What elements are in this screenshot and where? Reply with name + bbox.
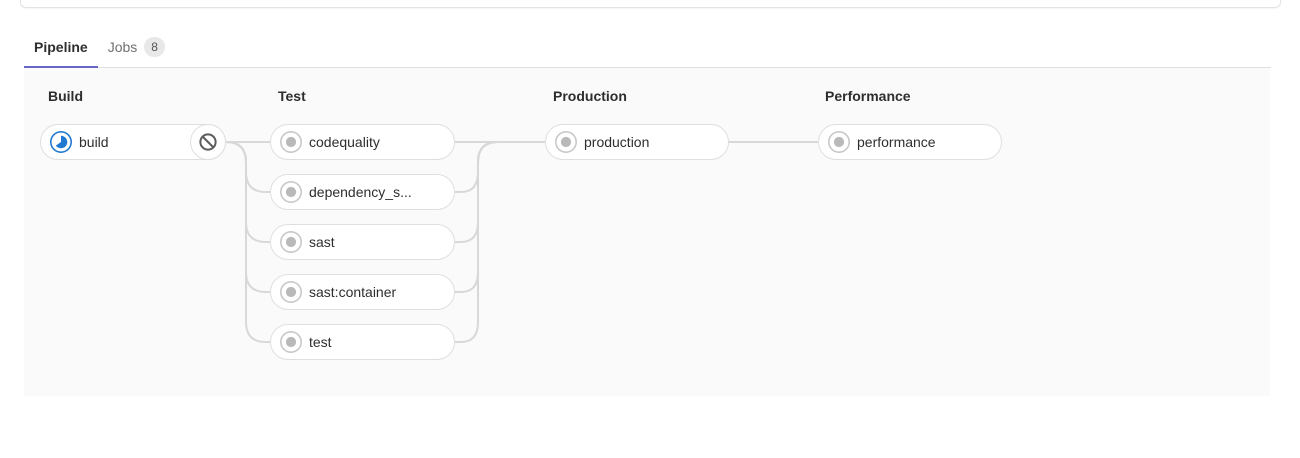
jobs-count-badge: 8 [144, 36, 165, 57]
stage-header-performance: Performance [825, 88, 911, 104]
status-created-icon [555, 131, 577, 153]
job-label: sast:container [309, 284, 397, 300]
job-label: sast [309, 234, 335, 250]
job-production[interactable]: production [545, 124, 729, 160]
status-created-icon [280, 231, 302, 253]
job-label: codequality [309, 134, 380, 150]
pipeline-tabs: Pipeline Jobs 8 [24, 26, 1271, 69]
job-test[interactable]: test [270, 324, 455, 360]
job-label: performance [857, 134, 936, 150]
job-codequality[interactable]: codequality [270, 124, 455, 160]
job-build[interactable]: build [40, 124, 226, 160]
status-created-icon [280, 331, 302, 353]
status-created-icon [280, 131, 302, 153]
job-sast[interactable]: sast [270, 224, 455, 260]
commit-box-bottom-edge [20, 0, 1281, 8]
tab-jobs[interactable]: Jobs 8 [98, 26, 175, 67]
job-label: test [309, 334, 332, 350]
status-running-icon [50, 131, 72, 153]
job-sast-container[interactable]: sast:container [270, 274, 455, 310]
pipeline-graph: Build Test Production Performance build [24, 68, 1270, 396]
job-performance[interactable]: performance [818, 124, 1002, 160]
status-created-icon [828, 131, 850, 153]
stage-header-test: Test [278, 88, 306, 104]
cancel-ban-icon [198, 132, 218, 152]
status-created-icon [280, 281, 302, 303]
stage-header-production: Production [553, 88, 627, 104]
tab-pipeline-label: Pipeline [34, 38, 88, 55]
tab-pipeline[interactable]: Pipeline [24, 26, 98, 69]
job-label: build [79, 134, 109, 150]
job-dependency-scanning[interactable]: dependency_s... [270, 174, 455, 210]
cancel-job-button[interactable] [190, 124, 226, 160]
job-label: production [584, 134, 650, 150]
status-created-icon [280, 181, 302, 203]
pipeline-connector-lines [225, 141, 818, 343]
job-label: dependency_s... [309, 184, 412, 200]
tab-jobs-label: Jobs [107, 38, 138, 55]
stage-header-build: Build [48, 88, 83, 104]
